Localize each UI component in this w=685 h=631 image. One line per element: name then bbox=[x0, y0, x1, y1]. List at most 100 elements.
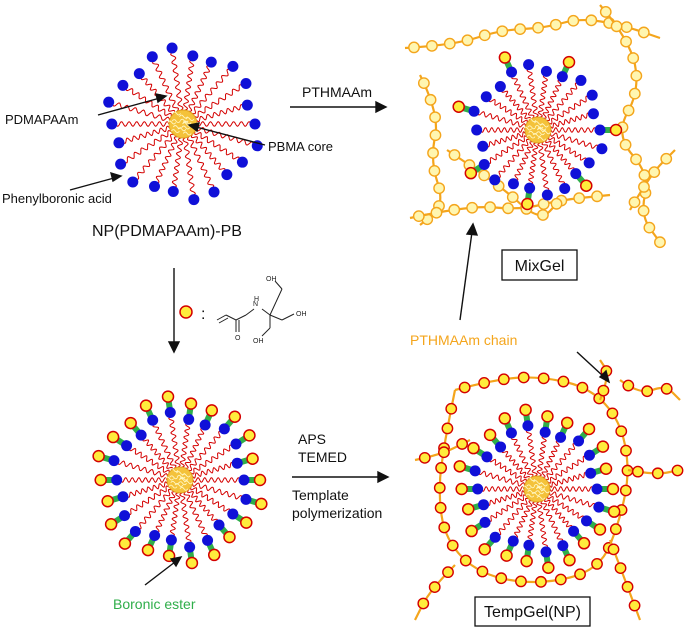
pthmaam-bead bbox=[591, 190, 603, 203]
phenylboronic-bead bbox=[479, 516, 491, 528]
thmaam-bead bbox=[580, 179, 593, 192]
pthmaam-bead bbox=[660, 382, 673, 395]
thmaam-bead bbox=[520, 554, 533, 568]
core-texture bbox=[167, 111, 197, 136]
phenylboronic-bead bbox=[164, 406, 176, 418]
pdmapaam-chain bbox=[510, 436, 534, 478]
pthmaam-bead bbox=[622, 104, 635, 117]
label-template-l2: polymerization bbox=[292, 505, 382, 521]
phenylboronic-bead bbox=[507, 178, 519, 190]
pthmaam-bead bbox=[621, 580, 634, 593]
pthmaam-bead bbox=[478, 169, 491, 182]
pthmaam-bead bbox=[641, 385, 654, 398]
pdmapaam-chain bbox=[179, 492, 192, 544]
pthmaam-bead bbox=[610, 20, 623, 33]
pthmaam-bead bbox=[567, 14, 580, 27]
label-tempgel: TempGel(NP) bbox=[484, 604, 581, 621]
chem-oh-bottom: OH bbox=[253, 338, 264, 345]
pdmapaam-chain bbox=[550, 132, 599, 149]
pdmapaam-chain bbox=[486, 131, 526, 148]
mixgel-chain-left bbox=[417, 74, 446, 226]
pthmaam-bead bbox=[660, 152, 673, 165]
pthmaam-bead bbox=[495, 572, 508, 585]
thmaam-bead bbox=[253, 473, 267, 487]
pdmapaam-chain bbox=[548, 95, 590, 125]
thmaam-bead bbox=[207, 548, 221, 562]
phenylboronic-bead bbox=[585, 467, 597, 479]
label-template-l1: Template bbox=[292, 487, 349, 503]
thmaam-bead bbox=[94, 473, 107, 487]
phenylboronic-bead bbox=[117, 79, 129, 91]
pthmaam-bead bbox=[627, 52, 640, 64]
phenylboronic-bead bbox=[559, 182, 571, 194]
pbma-core bbox=[166, 466, 194, 494]
arrow-pbma-core bbox=[187, 122, 266, 146]
phenylboronic-bead bbox=[227, 508, 239, 520]
boronic-ester-particle bbox=[92, 390, 268, 570]
phenylboronic-bead bbox=[505, 427, 517, 439]
phenylboronic-bead bbox=[240, 78, 252, 90]
pthmaam-bead bbox=[637, 26, 650, 39]
pdmapaam-chain bbox=[550, 127, 597, 133]
pdmapaam-chain bbox=[549, 486, 594, 492]
pdmapaam-chain bbox=[183, 59, 195, 111]
pthmaam-bead bbox=[466, 201, 479, 214]
pdmapaam-chain bbox=[544, 498, 573, 529]
thmaam-bead bbox=[455, 482, 468, 496]
thmaam-bead bbox=[593, 523, 607, 536]
pthmaam-bead bbox=[443, 37, 456, 50]
pdmapaam-chain bbox=[194, 84, 243, 118]
phenylboronic-bead bbox=[231, 457, 243, 469]
phenylboronic-bead bbox=[230, 438, 242, 450]
phenylboronic-bead bbox=[103, 96, 115, 108]
pdmapaam-chain bbox=[547, 455, 587, 484]
phenylboronic-bead bbox=[167, 185, 179, 197]
phenylboronic-bead bbox=[249, 118, 261, 130]
polymer-network-layer bbox=[404, 4, 684, 621]
pthmaam-bead bbox=[619, 484, 632, 497]
pthmaam-bead bbox=[502, 202, 514, 215]
phenylboronic-bead bbox=[587, 108, 599, 120]
thmaam-bead bbox=[124, 416, 137, 430]
label-temed: TEMED bbox=[298, 449, 347, 465]
pdmapaam-chain bbox=[537, 142, 550, 192]
pthmaam-bead bbox=[441, 422, 454, 435]
pdmapaam-chain bbox=[540, 500, 564, 543]
phenylboronic-bead bbox=[106, 118, 118, 130]
pdmapaam-chain bbox=[511, 75, 535, 119]
thmaam-bead bbox=[185, 556, 199, 570]
phenylboronic-bead bbox=[594, 124, 606, 136]
pdmapaam-chain bbox=[186, 136, 215, 189]
phenylboronic-bead bbox=[133, 68, 145, 80]
pdmapaam-chain bbox=[155, 491, 176, 533]
pdmapaam-chain bbox=[188, 65, 211, 112]
pthmaam-bead bbox=[631, 465, 644, 478]
phenylboronic-bead bbox=[591, 483, 603, 495]
pdmapaam-chain bbox=[526, 68, 539, 118]
phenylboronic-bead bbox=[523, 59, 535, 71]
pthmaam-bead bbox=[532, 21, 544, 34]
pdmapaam-chain bbox=[122, 125, 170, 145]
pthmaam-bead bbox=[459, 554, 472, 567]
chem-oh-right: OH bbox=[296, 311, 307, 318]
pthmaam-bead bbox=[446, 539, 459, 552]
phenylboronic-bead bbox=[148, 180, 160, 192]
thmaam-bead bbox=[521, 197, 534, 211]
thmaam-bead bbox=[223, 530, 236, 544]
phenylboronic-bead bbox=[236, 156, 248, 168]
pdmapaam-chain bbox=[170, 51, 184, 111]
pthmaam-bead bbox=[637, 204, 650, 217]
thmaam-bead bbox=[452, 100, 465, 113]
phenylboronic-bead bbox=[472, 483, 484, 495]
phenylboronic-bead bbox=[238, 474, 250, 486]
pdmapaam-chain bbox=[481, 486, 525, 492]
pthmaam-bead bbox=[654, 236, 666, 249]
pdmapaam-chain bbox=[497, 138, 530, 178]
phenylboronic-bead bbox=[495, 441, 507, 453]
thmaam-bead bbox=[577, 537, 591, 550]
thmaam-bead bbox=[599, 462, 613, 475]
phenylboronic-bead bbox=[240, 493, 252, 505]
phenylboronic-bead bbox=[113, 137, 125, 149]
pthmaam-bead bbox=[574, 568, 586, 581]
